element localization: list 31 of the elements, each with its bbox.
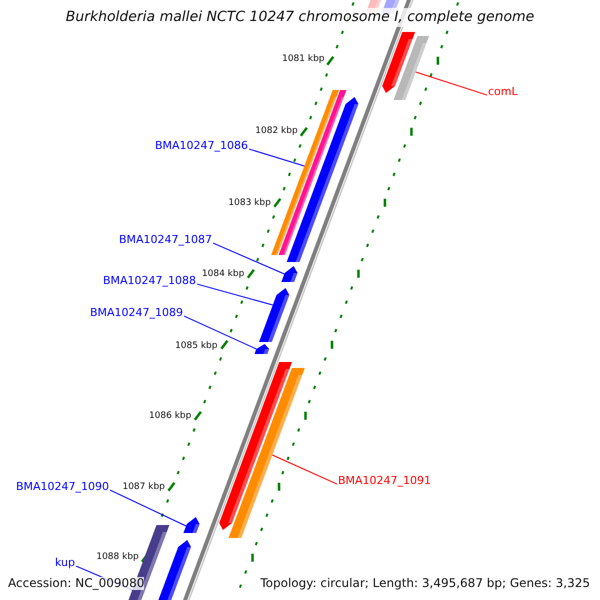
gene-label: BMA10247_1088 — [103, 275, 196, 288]
leader-line — [415, 72, 488, 96]
gene-feature — [183, 517, 200, 533]
gene-feature — [281, 266, 298, 282]
gene-label: comL — [488, 86, 518, 98]
accession-text: Accession: NC_009080 — [8, 576, 144, 590]
genome-summary-text: Topology: circular; Length: 3,495,687 bp; Genes: 3,325 — [260, 576, 590, 590]
gene-feature — [254, 344, 270, 354]
gene-label: BMA10247_1091 — [338, 475, 432, 488]
scale-label: 1082 kbp — [255, 127, 298, 137]
leader-line — [110, 490, 187, 526]
gene-label: BMA10247_1087 — [119, 234, 212, 246]
gene-label: BMA10247_1089 — [90, 307, 184, 320]
gene-feature — [394, 36, 430, 100]
gene-label: BMA10247_1090 — [16, 481, 110, 494]
scale-label: 1083 kbp — [228, 199, 271, 209]
leader-line — [184, 316, 257, 350]
leader-line — [212, 242, 285, 274]
gene-label: BMA10247_1086 — [155, 140, 248, 152]
leader-line — [196, 284, 274, 306]
gene-label: kup — [55, 557, 75, 570]
gene-feature — [259, 288, 290, 342]
scale-label: 1081 kbp — [282, 55, 325, 65]
scale-label: 1087 kbp — [122, 483, 165, 493]
scale-label: 1085 kbp — [175, 342, 218, 352]
scale-label: 1088 kbp — [96, 553, 139, 563]
scale-label: 1084 kbp — [202, 270, 244, 280]
leader-line — [248, 148, 305, 166]
leader-line — [272, 454, 338, 485]
gene-feature — [228, 368, 305, 538]
scale-label: 1086 kbp — [148, 412, 192, 422]
